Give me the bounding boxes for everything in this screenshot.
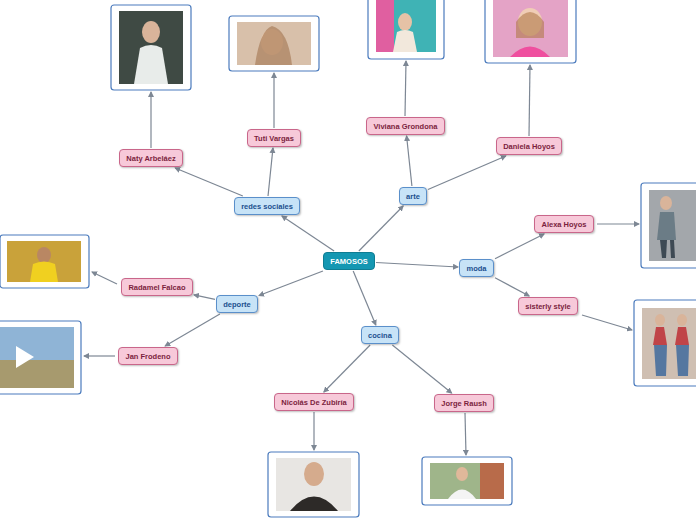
node-label: redes sociales (241, 202, 293, 212)
category-box: arte (399, 187, 427, 205)
node-label: arte (406, 192, 420, 202)
connector (194, 295, 215, 299)
node-label: Naty Arbeláez (126, 154, 175, 164)
person-box: Jorge Raush (434, 394, 494, 412)
connector (428, 156, 506, 190)
node-label: FAMOSOS (330, 257, 368, 267)
node-label: deporte (223, 300, 251, 310)
node-label: Radamel Falcao (128, 283, 185, 293)
node-label: Jan Frodeno (125, 352, 170, 362)
person-box: Naty Arbeláez (119, 149, 183, 167)
connector (495, 278, 529, 296)
node-label: Nicolás De Zubiría (281, 398, 346, 408)
connector (392, 345, 451, 393)
connector (359, 206, 403, 251)
node-label: Jorge Raush (441, 399, 486, 409)
connector (165, 314, 220, 346)
central-topic: FAMOSOS (323, 252, 375, 270)
person-box: Daniela Hoyos (496, 137, 562, 155)
connector (175, 168, 243, 196)
node-label: Viviana Grondona (373, 122, 437, 132)
category-box: cocina (361, 326, 399, 344)
category-box: moda (459, 259, 494, 277)
connector (268, 148, 273, 196)
person-box: Nicolás De Zubiría (274, 393, 354, 411)
connector (376, 262, 458, 267)
connector (495, 234, 544, 259)
connector (353, 271, 376, 325)
person-box: Viviana Grondona (366, 117, 445, 135)
node-label: cocina (368, 331, 392, 341)
connector (407, 136, 412, 186)
person-box: Radamel Falcao (121, 278, 193, 296)
leader-lines (84, 61, 639, 455)
connector (324, 345, 370, 392)
node-label: sisterly style (525, 302, 570, 312)
node-label: Tuti Vargas (254, 134, 294, 144)
person-box: Alexa Hoyos (534, 215, 594, 233)
node-label: moda (466, 264, 486, 274)
node-label: Daniela Hoyos (503, 142, 555, 152)
category-box: redes sociales (234, 197, 300, 215)
connector (282, 216, 334, 251)
person-box: Tuti Vargas (247, 129, 301, 147)
person-box: sisterly style (518, 297, 578, 315)
node-label: Alexa Hoyos (541, 220, 586, 230)
person-box: Jan Frodeno (118, 347, 178, 365)
category-box: deporte (216, 295, 258, 313)
connector (259, 271, 323, 296)
